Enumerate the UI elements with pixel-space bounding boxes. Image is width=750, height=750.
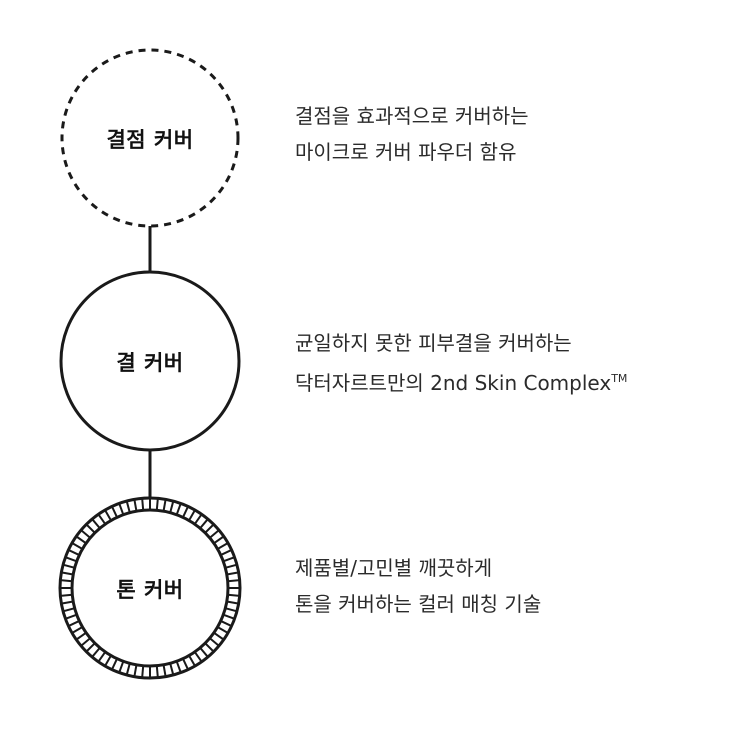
ring-tick (91, 647, 101, 658)
ring-tick (155, 498, 159, 511)
ring-tick (71, 542, 83, 550)
ring-tick (175, 660, 182, 673)
ring-tick (162, 664, 167, 677)
node-label-texture-cover: 결 커버 (116, 351, 184, 375)
ring-tick (193, 651, 203, 663)
ring-tick (104, 655, 112, 667)
ring-tick (85, 642, 96, 653)
description-line: 마이크로 커버 파우더 함유 (295, 140, 517, 164)
ring-tick (226, 600, 239, 605)
ring-tick (182, 506, 189, 518)
ring-ticks (60, 498, 240, 678)
ring-tick (97, 651, 107, 663)
ring-tick (213, 631, 225, 641)
ring-tick (65, 613, 78, 620)
ring-tick (220, 549, 232, 556)
trademark-mark: TM (611, 372, 628, 385)
solid-circle (59, 270, 241, 452)
description-line: 균일하지 못한 피부결을 커버하는 (295, 331, 572, 355)
ring-tick (111, 658, 118, 670)
ring-tick (141, 498, 145, 511)
ring-tick (213, 535, 225, 545)
ring-tick (61, 600, 74, 605)
ring-tick (85, 523, 96, 534)
ring-tick (60, 593, 73, 597)
ring-tick (225, 607, 238, 613)
description-line: 결점을 효과적으로 커버하는 (295, 104, 529, 128)
ring-tick (75, 631, 87, 641)
ring-tick (141, 665, 145, 678)
dashed-circle (60, 48, 240, 228)
ring-tick (162, 499, 167, 512)
ring-tick (133, 499, 138, 512)
ring-tick (125, 663, 131, 676)
ring-tick (222, 613, 235, 620)
ring-tick (118, 503, 125, 516)
ring-tick (125, 500, 131, 513)
ring-tick (71, 626, 83, 634)
ring-tick (188, 655, 196, 667)
ring-tick (91, 518, 101, 529)
ring-tick (61, 571, 74, 576)
ring-tick (68, 620, 80, 627)
ring-tick (225, 563, 238, 569)
description-tone-cover: 제품별/고민별 깨끗하게 톤을 커버하는 컬러 매칭 기술 (295, 550, 541, 622)
description-blemish-cover: 결점을 효과적으로 커버하는 마이크로 커버 파우더 함유 (295, 98, 529, 170)
ring-tick (227, 593, 240, 597)
ring-tick (188, 509, 196, 521)
ring-tick (217, 542, 229, 550)
ring-tick (65, 556, 78, 563)
ring-tick (80, 529, 91, 539)
ring-tick (220, 620, 232, 627)
ring-tick (226, 571, 239, 576)
ring-tick (199, 647, 209, 658)
node-label-blemish-cover: 결점 커버 (106, 128, 194, 152)
ring-tick (182, 658, 189, 670)
ring-tick (209, 637, 220, 647)
ring-tick (155, 665, 159, 678)
ring-tick (222, 556, 235, 563)
hatched-ring (58, 496, 242, 680)
ring-tick (62, 607, 75, 613)
ring-tick (169, 500, 175, 513)
description-line: 닥터자르트만의 2nd Skin ComplexTM (295, 371, 628, 395)
ring-tick (193, 513, 203, 525)
ring-tick (209, 529, 220, 539)
ring-tick (169, 663, 175, 676)
ring-tick (204, 642, 215, 653)
ring-tick (227, 579, 240, 583)
ring-tick (60, 579, 73, 583)
description-texture-cover: 균일하지 못한 피부결을 커버하는 닥터자르트만의 2nd Skin Compl… (295, 325, 627, 401)
ring-tick (111, 506, 118, 518)
ring-tick (118, 660, 125, 673)
ring-tick (75, 535, 87, 545)
ring-tick (204, 523, 215, 534)
ring-tick (62, 563, 75, 569)
ring-tick (217, 626, 229, 634)
ring-tick (133, 664, 138, 677)
ring-tick (80, 637, 91, 647)
ring-tick (175, 503, 182, 516)
node-label-tone-cover: 톤 커버 (116, 578, 184, 602)
description-line: 톤을 커버하는 컬러 매칭 기술 (295, 592, 542, 616)
description-line: 제품별/고민별 깨끗하게 (295, 556, 493, 580)
ring-tick (68, 549, 80, 556)
ring-tick (199, 518, 209, 529)
ring-tick (104, 509, 112, 521)
ring-tick (97, 513, 107, 525)
